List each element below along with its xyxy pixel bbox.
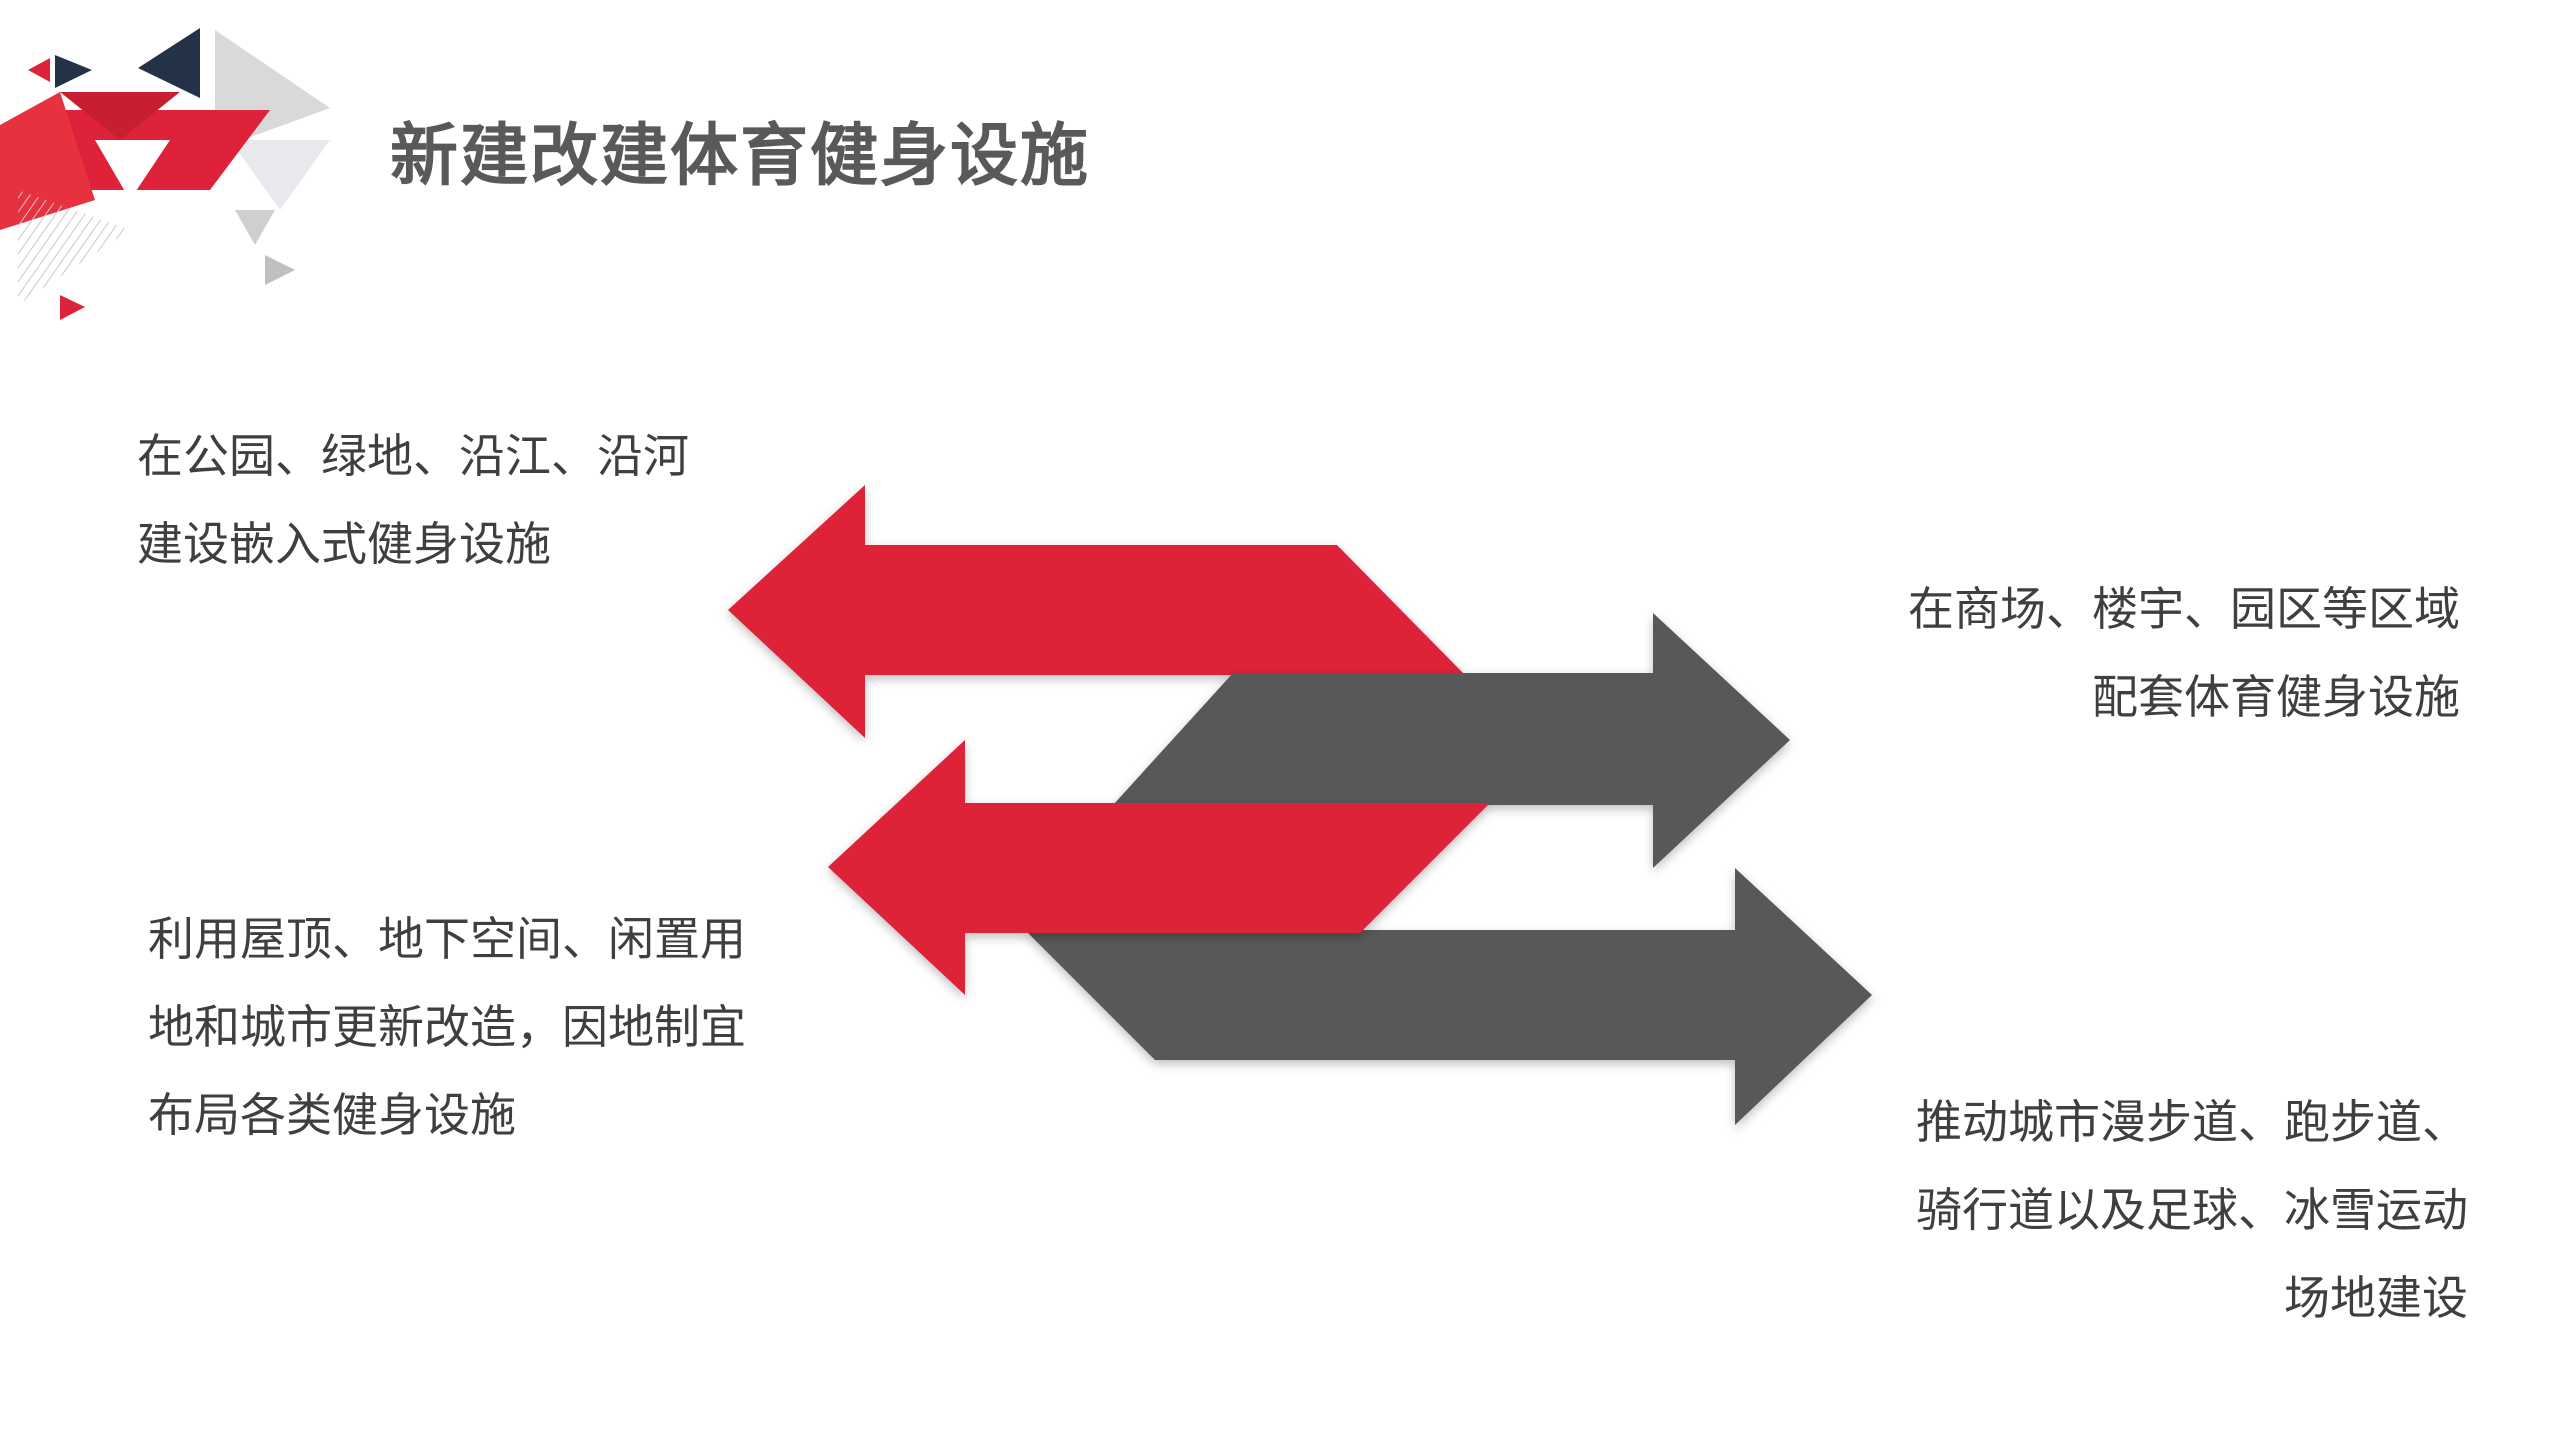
corner-decoration — [0, 28, 330, 320]
decor-triangle-red-tiny — [28, 58, 50, 82]
text-block-malls: 在商场、楼宇、园区等区域 配套体育健身设施 — [1780, 565, 2460, 741]
decor-triangle-gray-small — [235, 210, 275, 245]
decor-stripes — [18, 190, 130, 305]
decor-triangle-navy-small — [55, 55, 92, 88]
text-block-rooftops: 利用屋顶、地下空间、闲置用 地和城市更新改造，因地制宜 布局各类健身设施 — [148, 895, 746, 1159]
text-block-parks: 在公园、绿地、沿江、沿河 建设嵌入式健身设施 — [137, 412, 689, 588]
arrow-red-bottom — [828, 740, 1490, 995]
text-line: 建设嵌入式健身设施 — [137, 517, 551, 571]
decor-triangle-red-bottom — [60, 295, 85, 320]
slide-title: 新建改建体育健身设施 — [390, 117, 1091, 196]
decor-triangle-pale-gray — [230, 140, 330, 210]
decor-triangle-gray-tiny — [265, 255, 295, 285]
text-line: 在商场、楼宇、园区等区域 — [1908, 582, 2460, 636]
text-line: 利用屋顶、地下空间、闲置用 — [148, 912, 746, 966]
text-line: 配套体育健身设施 — [2092, 670, 2460, 724]
decor-triangle-red-top — [60, 92, 180, 140]
text-line: 地和城市更新改造，因地制宜 — [148, 1000, 746, 1054]
text-line: 骑行道以及足球、冰雪运动 — [1916, 1183, 2468, 1237]
text-line: 在公园、绿地、沿江、沿河 — [137, 429, 689, 483]
text-block-trails: 推动城市漫步道、跑步道、 骑行道以及足球、冰雪运动 场地建设 — [1780, 1078, 2468, 1342]
text-line: 布局各类健身设施 — [148, 1088, 516, 1142]
decor-triangle-navy — [138, 28, 200, 98]
text-line: 场地建设 — [2284, 1271, 2468, 1325]
decor-triangle-white — [95, 140, 170, 200]
text-line: 推动城市漫步道、跑步道、 — [1916, 1095, 2468, 1149]
